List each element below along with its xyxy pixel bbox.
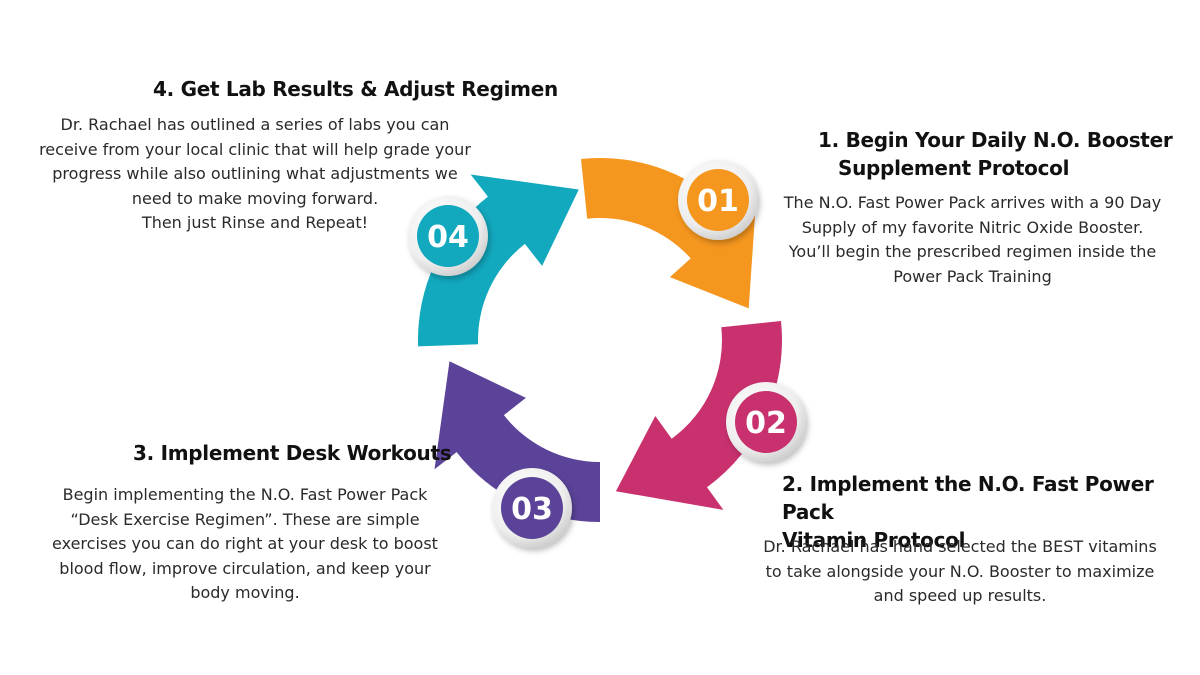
cycle-arrow-1 xyxy=(581,157,757,309)
step-1-description: The N.O. Fast Power Pack arrives with a … xyxy=(783,193,1162,286)
step-4-number: 04 xyxy=(427,220,469,255)
cycle-arrow-4 xyxy=(417,174,579,347)
step-3-title: 3. Implement Desk Workouts xyxy=(133,441,452,465)
step-2-description: Dr. Rachael has hand selected the BEST v… xyxy=(763,537,1157,605)
step-4-description: Dr. Rachael has outlined a series of lab… xyxy=(39,115,471,232)
step-3-badge: 03 xyxy=(492,468,572,548)
step-4-badge: 04 xyxy=(408,196,488,276)
step-2-title: 2. Implement the N.O. Fast Power Pack Vi… xyxy=(782,472,1154,552)
step-2-badge: 02 xyxy=(726,382,806,462)
step-1-number: 01 xyxy=(697,184,739,219)
badge-fill xyxy=(687,169,749,231)
step-1-badge: 01 xyxy=(678,160,758,240)
step-4-title: 4. Get Lab Results & Adjust Regimen xyxy=(153,77,558,101)
badge-fill xyxy=(735,391,797,453)
step-1-title: 1. Begin Your Daily N.O. Booster Supplem… xyxy=(818,128,1173,180)
badge-fill xyxy=(417,205,479,267)
step-3-description: Begin implementing the N.O. Fast Power P… xyxy=(52,485,438,602)
badge-fill xyxy=(501,477,563,539)
cycle-arrow-2 xyxy=(615,321,782,510)
step-3-number: 03 xyxy=(511,492,553,527)
step-2-number: 02 xyxy=(745,406,787,441)
